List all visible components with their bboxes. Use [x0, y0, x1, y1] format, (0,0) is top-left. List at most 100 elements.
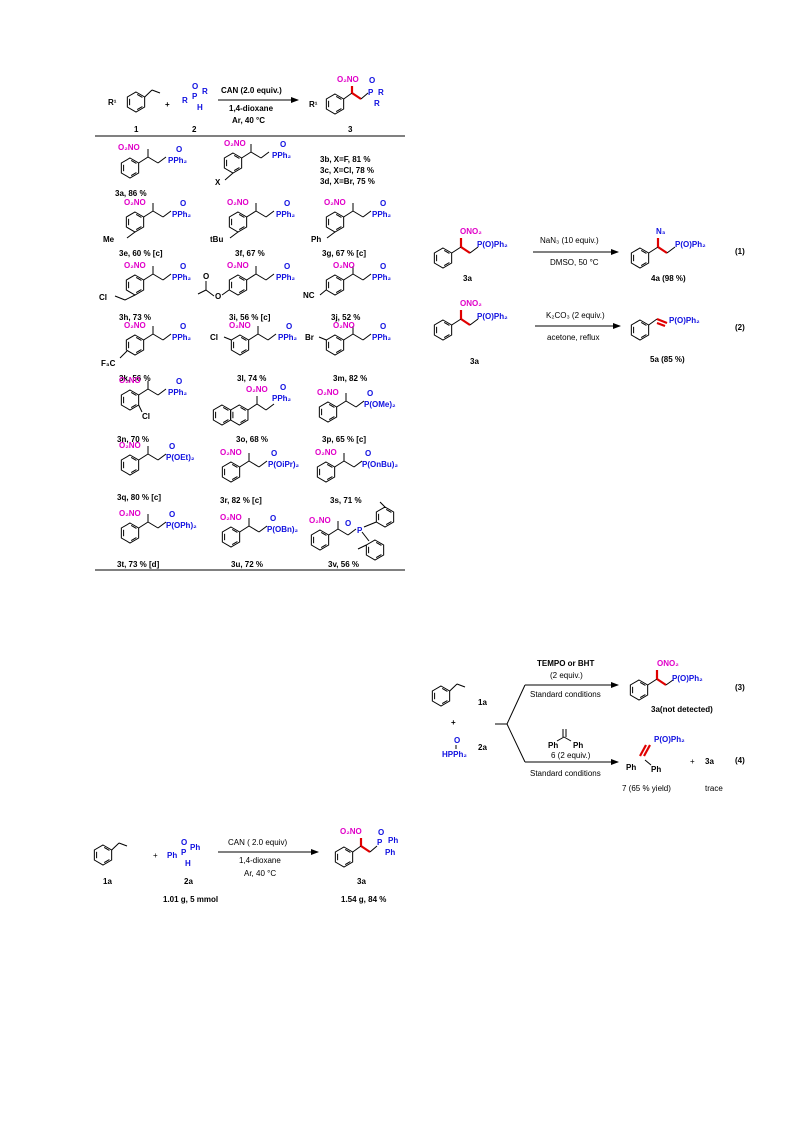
phosphine-2-structure: R P O R H: [182, 82, 208, 112]
scale-ph-a-2a: Ph: [190, 843, 200, 852]
eq2-conditions: acetone, reflux: [547, 333, 599, 342]
pgroup-eq1-start: P(O)Ph₂: [477, 240, 508, 249]
entry-3g: O₂NO PPh₂ O Ph 3g, 67 % [c]: [311, 198, 392, 258]
scale-ph-b-3a: Ph: [385, 848, 395, 857]
yield-3v: 3v, 56 %: [328, 560, 359, 569]
cl-3h: Cl: [99, 293, 107, 302]
o-3q: O: [169, 442, 175, 451]
entry-3q: O₂NO P(OEt)₂ O 3q, 80 % [c]: [117, 441, 195, 502]
top-conditions: Standard conditions: [530, 690, 601, 699]
pph2-3h: PPh₂: [172, 273, 192, 282]
eq3-number: (3): [735, 683, 745, 692]
o-label: O: [192, 82, 198, 91]
br-3m: Br: [305, 333, 314, 342]
p-3t: P(OPh)₂: [166, 521, 197, 530]
o-3s: O: [365, 449, 371, 458]
o-3p: O: [367, 389, 373, 398]
pph2-3g: PPh₂: [372, 210, 392, 219]
equation-1: ONO₂ P(O)Ph₂ 3a NaN₃ (10 equiv.) DMSO, 5…: [433, 227, 745, 283]
eq1-number: (1): [735, 247, 745, 256]
plus-mech: +: [451, 718, 456, 727]
eq2-reagent: K₂CO₃ (2 equiv.): [546, 311, 605, 320]
scale-p-3a: P: [377, 838, 383, 847]
o2no-3j: O₂NO: [333, 261, 355, 270]
p-label-3: P: [368, 88, 374, 97]
ono2-mech: ONO₂: [657, 659, 679, 668]
scale-plus: +: [153, 851, 158, 860]
hpph2-mech: HPPh₂: [442, 750, 467, 759]
label-3: 3: [348, 125, 353, 134]
o2no-3a: O₂NO: [118, 143, 140, 152]
o2no-3r: O₂NO: [220, 448, 242, 457]
o-3h: O: [180, 262, 186, 271]
pgroup-eq2-start: P(O)Ph₂: [477, 312, 508, 321]
yield-3s: 3s, 71 %: [330, 496, 362, 505]
yield-3i: 3i, 56 % [c]: [229, 313, 271, 322]
o-3j: O: [380, 262, 386, 271]
o-carbonyl-3i: O: [203, 272, 209, 281]
eq4-number: (4): [735, 756, 745, 765]
eq2-number: (2): [735, 323, 745, 332]
h-label: H: [197, 103, 203, 112]
cl-3l: Cl: [210, 333, 218, 342]
o-3b: O: [280, 140, 286, 149]
p-3r: P(OiPr)₂: [268, 460, 300, 469]
entry-3r: O₂NO P(OiPr)₂ O 3r, 82 % [c]: [220, 448, 300, 505]
o-3e: O: [180, 199, 186, 208]
p-3q: P(OEt)₂: [166, 453, 195, 462]
p-3v: P: [357, 526, 363, 535]
scale-o-3a: O: [378, 828, 384, 837]
yield-3p: 3p, 65 % [c]: [322, 435, 366, 444]
pgroup-7: P(O)Ph₂: [654, 735, 685, 744]
entry-3n: O₂NO PPh₂ O Cl 3n, 70 %: [117, 376, 188, 444]
ono2-eq2-start: ONO₂: [460, 299, 482, 308]
o2no-3k: O₂NO: [124, 321, 146, 330]
o2no-label: O₂NO: [337, 75, 359, 84]
equation-2: ONO₂ P(O)Ph₂ 3a K₂CO₃ (2 equiv.) acetone…: [433, 299, 745, 366]
o2no-3v: O₂NO: [309, 516, 331, 525]
trace-label: trace: [705, 784, 723, 793]
ono2-eq1-start: ONO₂: [460, 227, 482, 236]
nc-3j: NC: [303, 291, 315, 300]
entry-3e: O₂NO PPh₂ O Me 3e, 60 % [c]: [103, 198, 192, 258]
plus-bottom: +: [690, 757, 695, 766]
scale-cond-2: 1,4-dioxane: [239, 856, 281, 865]
top-product-label: 3a(not detected): [651, 705, 713, 714]
scope-header: R¹ 1 + R P O R H 2 CAN (2.0 equiv.) 1,4-…: [108, 75, 384, 134]
entry-3k: O₂NO PPh₂ O F₃C 3k, 56 %: [101, 321, 192, 383]
o2no-3h: O₂NO: [124, 261, 146, 270]
o-3g: O: [380, 199, 386, 208]
entry-3v: O₂NO P O 3v, 56 %: [309, 501, 395, 569]
o2no-3g: O₂NO: [324, 198, 346, 207]
eq2-start-label: 3a: [470, 357, 479, 366]
o2no-3t: O₂NO: [119, 509, 141, 518]
o2no-3s: O₂NO: [315, 448, 337, 457]
tbu-3f: tBu: [210, 235, 223, 244]
yield-3r: 3r, 82 % [c]: [220, 496, 262, 505]
pph2-3o: PPh₂: [272, 394, 292, 403]
yield-3j: 3j, 52 %: [331, 313, 360, 322]
o2no-3p: O₂NO: [317, 388, 339, 397]
me-3e: Me: [103, 235, 115, 244]
scale-o-2a: O: [181, 838, 187, 847]
o2no-3o: O₂NO: [246, 385, 268, 394]
scale-label-3a: 3a: [357, 877, 366, 886]
ph-a-7: Ph: [626, 763, 636, 772]
pph2-3n: PPh₂: [168, 388, 188, 397]
o2no-3u: O₂NO: [220, 513, 242, 522]
ph-3g: Ph: [311, 235, 321, 244]
entry-3a: O₂NO PPh₂ O 3a, 86 %: [115, 143, 188, 198]
o-3l: O: [286, 322, 292, 331]
o-3v: O: [345, 519, 351, 528]
pgroup-eq2-product: P(O)Ph₂: [669, 316, 700, 325]
o-3k: O: [180, 322, 186, 331]
yield-3f: 3f, 67 %: [235, 249, 265, 258]
o2no-3m: O₂NO: [333, 321, 355, 330]
scale-amount-2a: 1.01 g, 5 mmol: [163, 895, 218, 904]
o-3r: O: [271, 449, 277, 458]
bottom-conditions: Standard conditions: [530, 769, 601, 778]
label-1a-mech: 1a: [478, 698, 487, 707]
label-2a-mech: 2a: [478, 743, 487, 752]
scale-h-2a: H: [185, 859, 191, 868]
scale-ph-b-2a: Ph: [167, 851, 177, 860]
